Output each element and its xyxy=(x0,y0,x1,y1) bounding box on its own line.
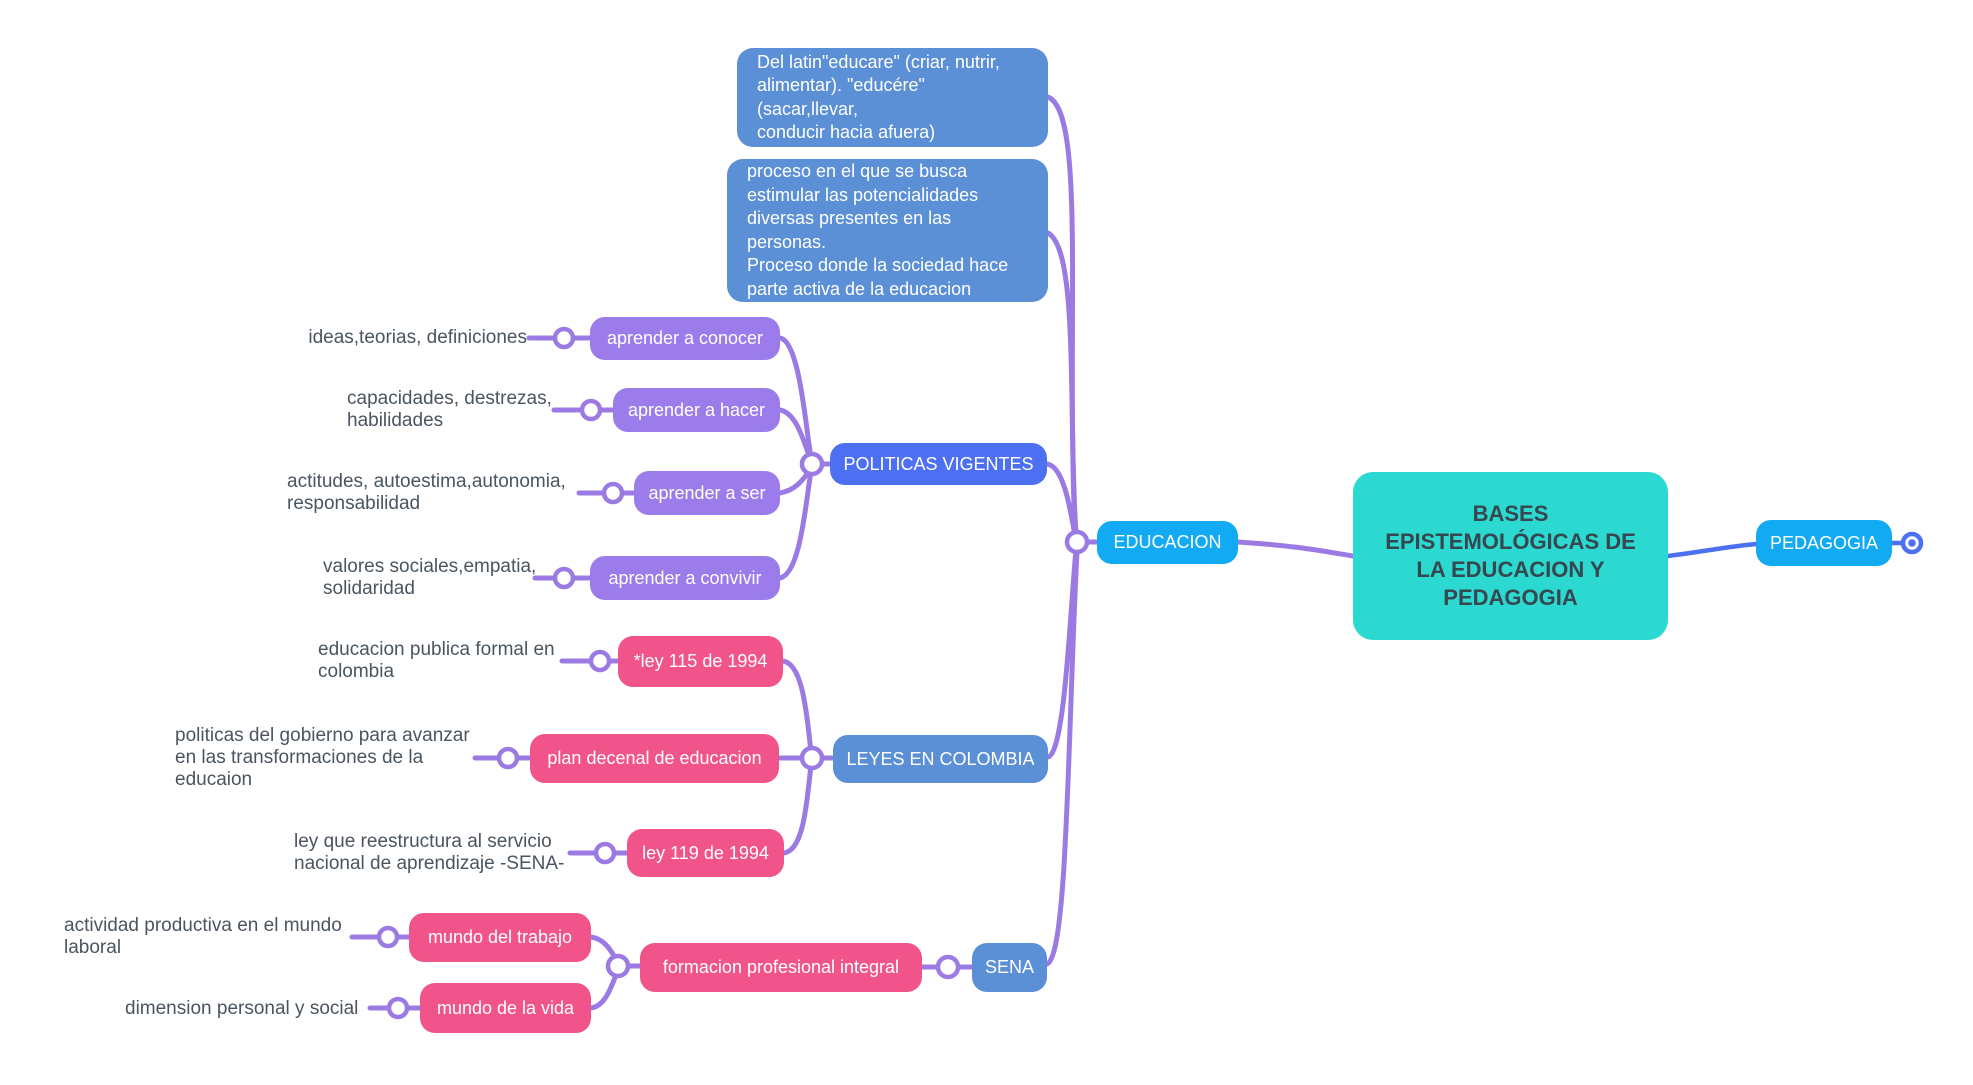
pedagogia-terminal-icon[interactable] xyxy=(1900,531,1924,555)
node-leyes-colombia[interactable]: LEYES EN COLOMBIA xyxy=(833,735,1048,783)
node-definition-proceso[interactable]: proceso en el que se busca estimular las… xyxy=(727,159,1048,302)
node-plan-decenal[interactable]: plan decenal de educacion xyxy=(530,734,779,783)
ring-note-plan[interactable] xyxy=(496,746,520,770)
node-politicas-vigentes[interactable]: POLITICAS VIGENTES xyxy=(830,443,1047,485)
node-formacion-profesional[interactable]: formacion profesional integral xyxy=(640,943,922,992)
note-plan-decenal[interactable]: politicas del gobierno para avanzar en l… xyxy=(175,725,470,790)
note-mundo-vida[interactable]: dimension personal y social xyxy=(125,998,359,1019)
node-ley-115[interactable]: *ley 115 de 1994 xyxy=(618,636,783,687)
edge-root-pedagogia xyxy=(1665,541,1759,559)
node-sena[interactable]: SENA xyxy=(972,943,1047,992)
ring-note-conocer[interactable] xyxy=(552,326,576,350)
ring-note-hacer[interactable] xyxy=(579,398,603,422)
node-ley-119[interactable]: ley 119 de 1994 xyxy=(627,829,784,877)
note-aprender-convivir[interactable]: valores sociales,empatia, solidaridad xyxy=(323,556,537,599)
ring-junction-educacion[interactable] xyxy=(1064,529,1090,555)
edge-mundo-vida xyxy=(588,970,620,1011)
note-ley-115[interactable]: educacion publica formal en colombia xyxy=(318,639,555,682)
node-aprender-ser[interactable]: aprender a ser xyxy=(634,471,780,515)
note-aprender-ser[interactable]: actitudes, autoestima,autonomia, respons… xyxy=(287,471,566,514)
node-root-title[interactable]: BASES EPISTEMOLÓGICAS DE LA EDUCACION Y … xyxy=(1353,472,1668,640)
ring-junction-politicas[interactable] xyxy=(799,451,825,477)
edge-politicas xyxy=(1044,461,1078,539)
node-aprender-hacer[interactable]: aprender a hacer xyxy=(613,388,780,432)
ring-note-trabajo[interactable] xyxy=(376,925,400,949)
ring-note-ser[interactable] xyxy=(601,481,625,505)
edge-educacion-root xyxy=(1235,539,1356,559)
note-ley-119[interactable]: ley que reestructura al servicio naciona… xyxy=(294,831,565,874)
node-educacion[interactable]: EDUCACION xyxy=(1097,521,1238,564)
node-pedagogia[interactable]: PEDAGOGIA xyxy=(1756,520,1892,566)
blue-edges xyxy=(1665,540,1905,559)
node-aprender-convivir[interactable]: aprender a convivir xyxy=(590,556,780,600)
edge-ley119 xyxy=(781,763,814,856)
node-aprender-conocer[interactable]: aprender a conocer xyxy=(590,317,780,360)
note-aprender-hacer[interactable]: capacidades, destrezas, habilidades xyxy=(347,388,552,431)
edge-ley115 xyxy=(780,658,814,754)
ring-junction-sena[interactable] xyxy=(935,954,961,980)
node-mundo-trabajo[interactable]: mundo del trabajo xyxy=(409,913,591,962)
edge-def2 xyxy=(1045,230,1079,537)
node-definition-latin[interactable]: Del latin"educare" (criar, nutrir, alime… xyxy=(737,48,1048,147)
edge-convivir xyxy=(777,469,814,581)
ring-note-ley119[interactable] xyxy=(593,841,617,865)
node-mundo-vida[interactable]: mundo de la vida xyxy=(420,983,591,1033)
note-mundo-trabajo[interactable]: actividad productiva en el mundo laboral xyxy=(64,915,342,958)
connector-rings xyxy=(376,326,1090,1020)
ring-junction-formacion[interactable] xyxy=(605,953,631,979)
edge-sena xyxy=(1044,549,1080,967)
ring-note-ley115[interactable] xyxy=(588,649,612,673)
ring-note-convivir[interactable] xyxy=(552,566,576,590)
note-aprender-conocer[interactable]: ideas,teorias, definiciones xyxy=(308,327,527,348)
edge-conocer xyxy=(777,335,814,460)
ring-note-vida[interactable] xyxy=(386,996,410,1020)
ring-junction-leyes[interactable] xyxy=(799,745,825,771)
